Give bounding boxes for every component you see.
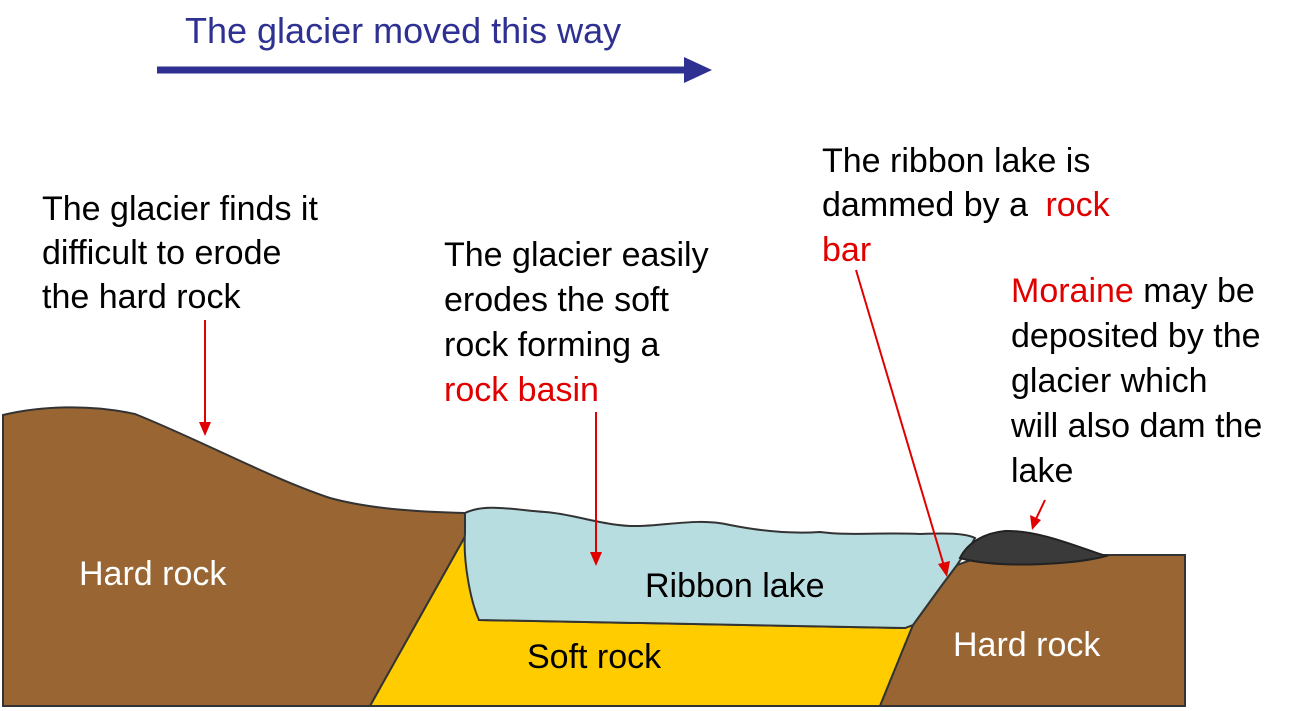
rock-basin-note-term: rock basin bbox=[444, 371, 599, 409]
hard-rock-note-line-2: difficult to erode bbox=[42, 234, 281, 272]
rock-bar-note-line-1: The ribbon lake is bbox=[822, 142, 1090, 180]
moraine-note-line-5: lake bbox=[1011, 452, 1073, 490]
hard-rock-left-label: Hard rock bbox=[79, 555, 227, 593]
rock-bar-note-term-part-1: rock bbox=[1045, 186, 1110, 224]
rock-bar-note-term-part-2: bar bbox=[822, 231, 871, 269]
rock-basin-annotation: The glacier easily erodes the soft rock … bbox=[444, 236, 709, 409]
soft-rock-label: Soft rock bbox=[527, 638, 662, 676]
rock-bar-note-line-2: dammed by a rock bbox=[822, 186, 1111, 224]
hard-rock-note-line-1: The glacier finds it bbox=[42, 190, 318, 228]
moraine-note-line-1-text: may be bbox=[1134, 272, 1255, 310]
diagram-title: The glacier moved this way bbox=[185, 10, 621, 51]
ribbon-lake-label: Ribbon lake bbox=[645, 567, 825, 605]
hard-rock-note-line-3: the hard rock bbox=[42, 278, 241, 316]
moraine-annotation: Moraine may be deposited by the glacier … bbox=[1010, 272, 1262, 490]
moraine-note-line-3: glacier which bbox=[1011, 362, 1208, 400]
rock-basin-pointer-arrow bbox=[590, 412, 602, 566]
moraine-pointer-arrow bbox=[1030, 499, 1046, 530]
moraine-note-term: Moraine bbox=[1011, 272, 1134, 310]
hard-rock-right-label: Hard rock bbox=[953, 626, 1101, 664]
ribbon-lake bbox=[463, 506, 977, 630]
moraine-note-line-1: Moraine may be bbox=[1011, 272, 1255, 310]
rock-basin-note-line-2: erodes the soft bbox=[444, 281, 669, 319]
rock-basin-note-line-1: The glacier easily bbox=[444, 236, 709, 274]
moraine-note-line-2: deposited by the bbox=[1011, 317, 1261, 355]
rock-bar-annotation: The ribbon lake is dammed by a rock bar bbox=[822, 142, 1111, 269]
rock-bar-note-line-2-text: dammed by a bbox=[822, 186, 1037, 224]
hard-rock-annotation: The glacier finds it difficult to erode … bbox=[42, 190, 318, 316]
hard-rock-pointer-arrow bbox=[199, 320, 211, 436]
rock-bar-pointer-arrow bbox=[855, 269, 950, 577]
moraine-note-line-4: will also dam the bbox=[1010, 407, 1262, 445]
hard-rock-left bbox=[2, 406, 469, 707]
glacier-direction-arrow bbox=[157, 57, 712, 83]
moraine bbox=[958, 529, 1110, 566]
rock-basin-note-line-3: rock forming a bbox=[444, 326, 659, 364]
